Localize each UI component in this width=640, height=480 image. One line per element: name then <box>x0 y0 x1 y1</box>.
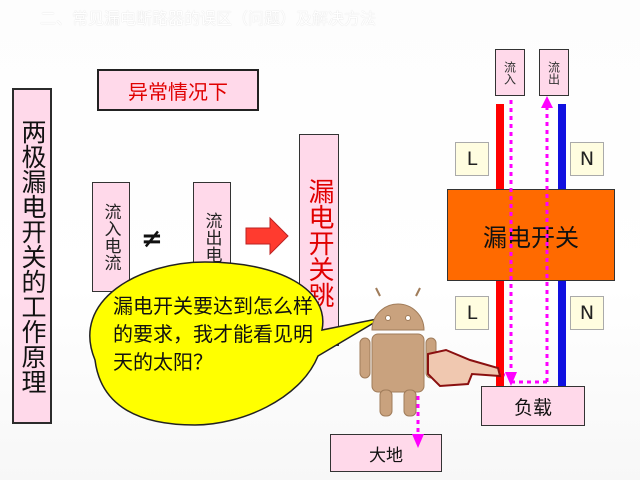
neutral-terminal-bottom: N <box>570 296 604 330</box>
ground-box: 大地 <box>330 434 442 472</box>
live-terminal-bottom: L <box>455 296 489 330</box>
leakage-switch-box: 漏电开关 <box>447 189 615 281</box>
pointing-hand-icon <box>427 348 502 388</box>
inflow-label: 流入 <box>495 49 525 96</box>
current-flow-paths <box>416 100 549 440</box>
right-arrow-icon <box>245 216 289 256</box>
live-wire-top <box>496 104 504 190</box>
not-equal-symbol: ≠ <box>141 224 163 254</box>
bubble-text: 漏电开关要达到怎么样的要求，我才能看见明天的太阳？ <box>113 294 313 374</box>
neutral-wire-top <box>558 104 566 190</box>
neutral-wire-bottom <box>558 280 566 388</box>
slide-title: 二、常见漏电断路器的误区（问题）及解决方法 <box>40 9 377 28</box>
speech-bubble <box>89 261 383 426</box>
live-wire-bottom <box>496 280 504 388</box>
live-terminal-top: L <box>455 142 489 176</box>
neutral-terminal-top: N <box>570 142 604 176</box>
load-box: 负载 <box>481 386 585 426</box>
inflow-current-box: 流入电流 <box>92 182 130 292</box>
flow-arrowheads <box>412 96 553 448</box>
outflow-label: 流出 <box>539 49 569 96</box>
side-title: 两极漏电开关的工作原理 <box>12 88 52 424</box>
abnormal-condition-label: 异常情况下 <box>97 69 259 111</box>
android-robot-icon <box>359 287 437 417</box>
